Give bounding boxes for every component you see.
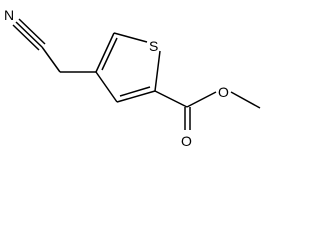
nitrile-triple-bond: [12, 18, 46, 51]
ring-bond-c5-s: [113, 32, 148, 43]
ring-bond-c4-c5-inner: [101, 37, 118, 71]
carbonyl-oxygen-atom-label: O: [181, 133, 192, 149]
ring-bond-c2-c3-inner: [119, 86, 151, 97]
bond-ester-oxygen-to-methyl: [230, 91, 261, 109]
nitrogen-atom-label: N: [4, 7, 14, 23]
ester-oxygen-atom-label: O: [218, 84, 229, 100]
bond-nitrile-carbon-to-methylene: [41, 46, 61, 73]
sulfur-atom-label: S: [149, 38, 158, 54]
methyl-4-cyanomethyl-thiophene-2-carboxylate-structure: N S O O: [4, 7, 261, 149]
ring-bond-c4-c5: [95, 32, 115, 73]
ring-bond-c2-c3: [116, 90, 156, 103]
bond-carbonyl-carbon-to-ester-oxygen: [186, 91, 217, 108]
ring-bond-c3-c4: [95, 71, 118, 103]
bond-ring-c2-to-carbonyl-carbon: [154, 90, 188, 108]
ring-bond-s-c2: [154, 50, 161, 92]
